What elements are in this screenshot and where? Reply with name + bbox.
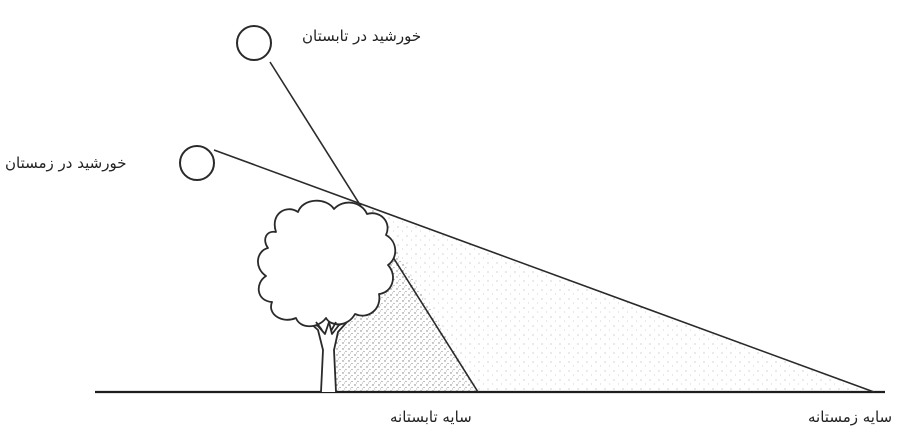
winter-shadow-label: سایه زمستانه: [808, 408, 892, 426]
summer-sun-label: خورشید در تابستان: [302, 27, 421, 45]
tree-crown: [258, 201, 395, 327]
winter-sun-icon: [180, 146, 214, 180]
summer-shadow-label: سایه تابستانه: [390, 408, 472, 426]
summer-sun-icon: [237, 26, 271, 60]
winter-sun-label: خورشید در زمستان: [5, 154, 126, 172]
